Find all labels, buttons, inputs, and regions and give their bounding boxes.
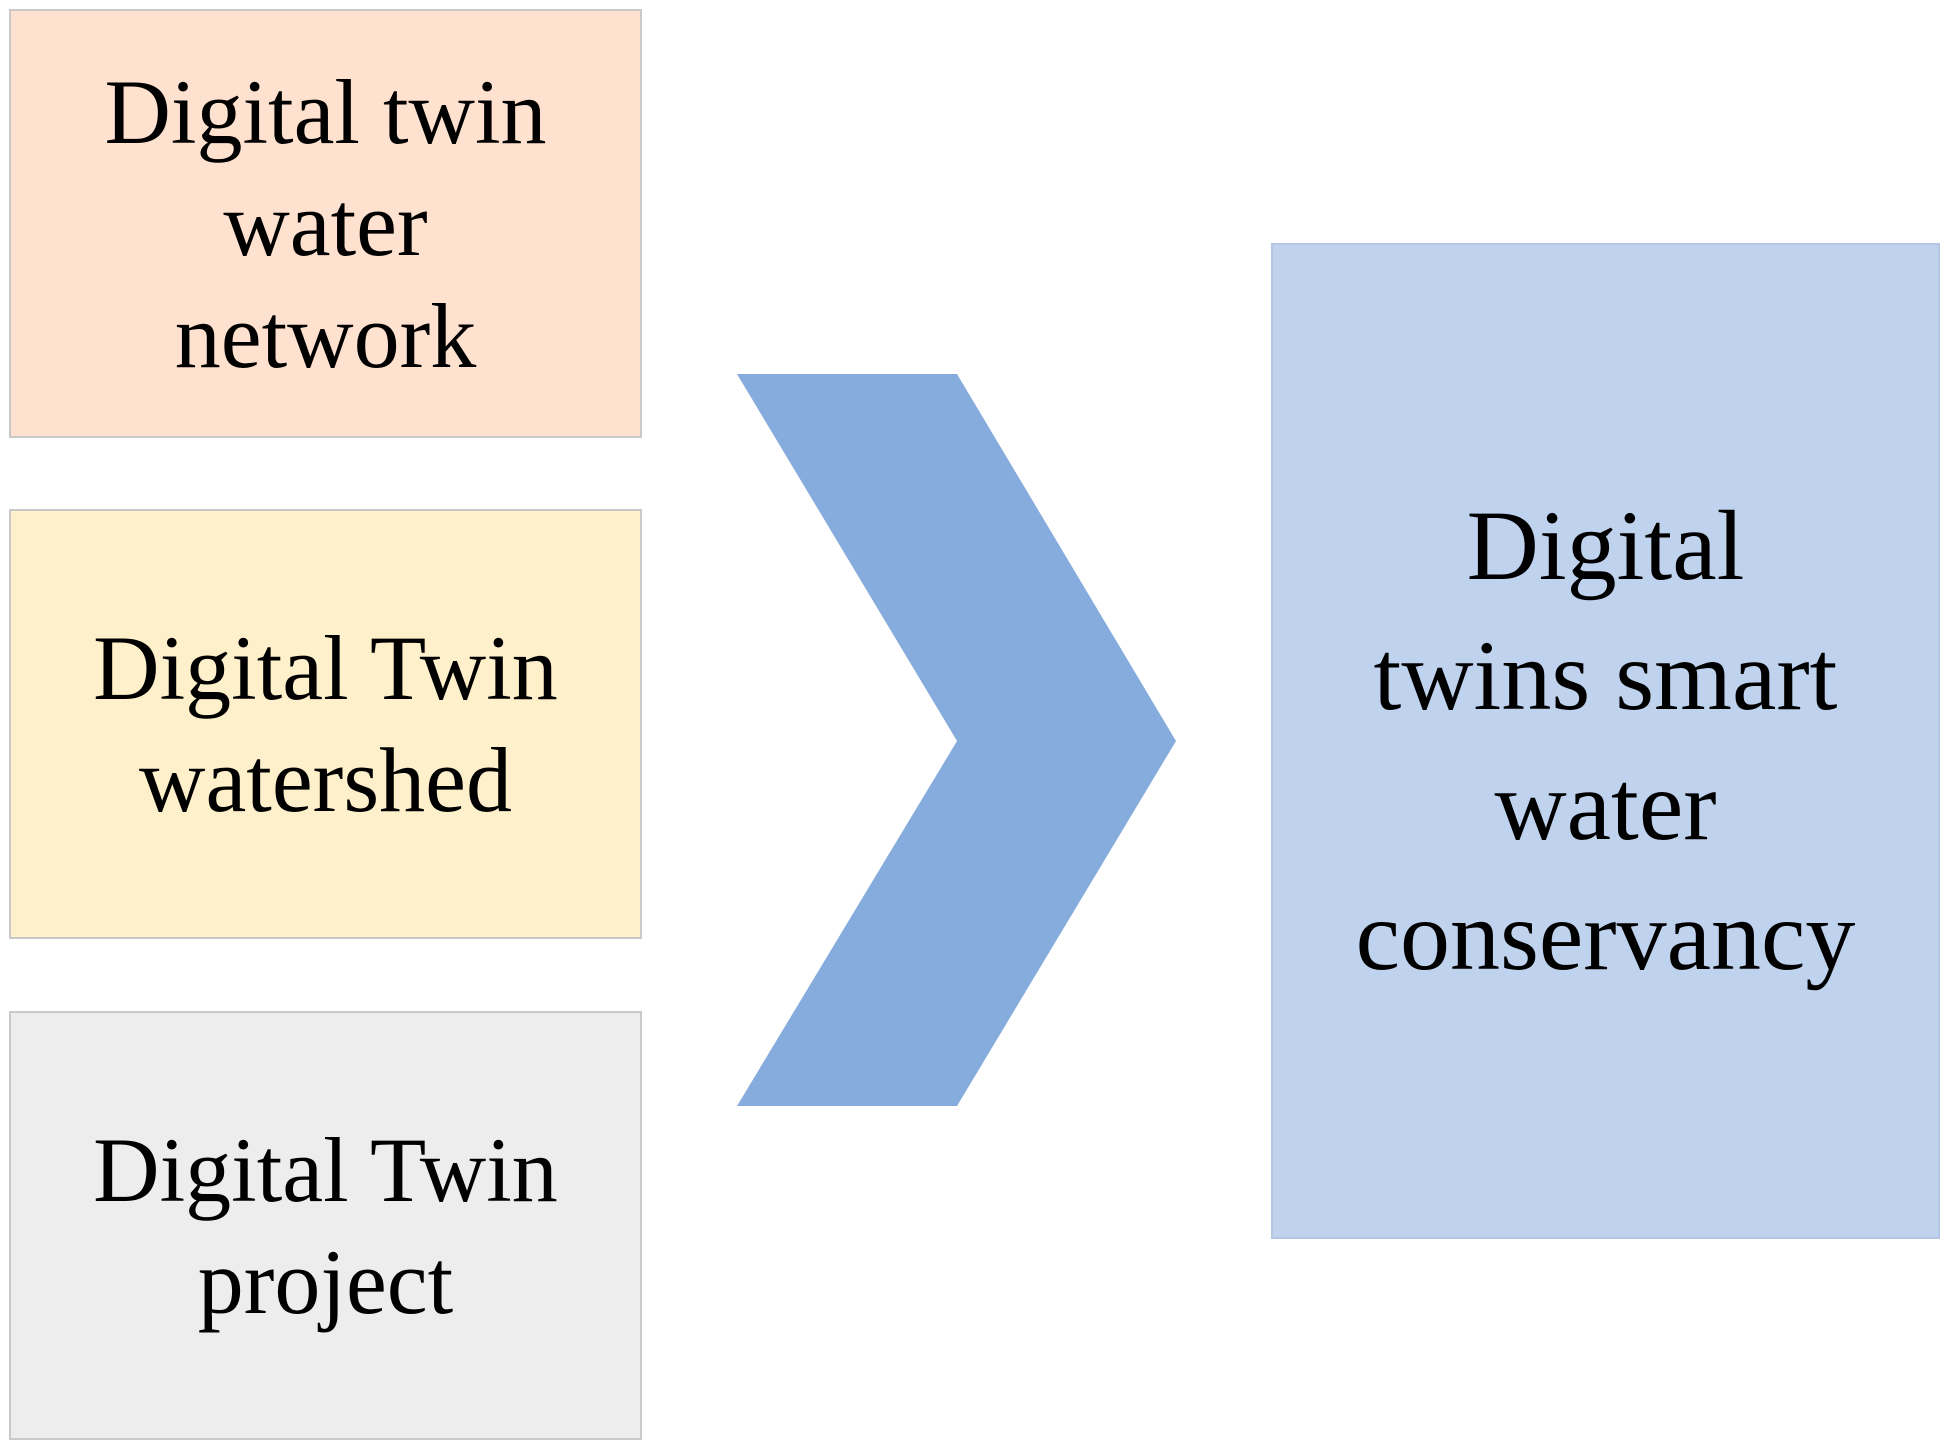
digital-twins-smart-water-conservancy-label: Digital twins smart water conservancy <box>1355 490 1856 991</box>
digital-twin-water-network-label: Digital twin water network <box>104 60 547 387</box>
digital-twin-watershed-label: Digital Twin watershed <box>93 617 558 831</box>
digital-twin-project-box: Digital Twin project <box>9 1011 642 1440</box>
digital-twin-water-network-box: Digital twin water network <box>9 9 642 438</box>
digital-twin-project-label: Digital Twin project <box>93 1118 558 1333</box>
chevron-arrow-shape <box>737 374 1176 1106</box>
digital-twin-watershed-box: Digital Twin watershed <box>9 509 642 939</box>
digital-twins-smart-water-conservancy-box: Digital twins smart water conservancy <box>1271 243 1940 1239</box>
